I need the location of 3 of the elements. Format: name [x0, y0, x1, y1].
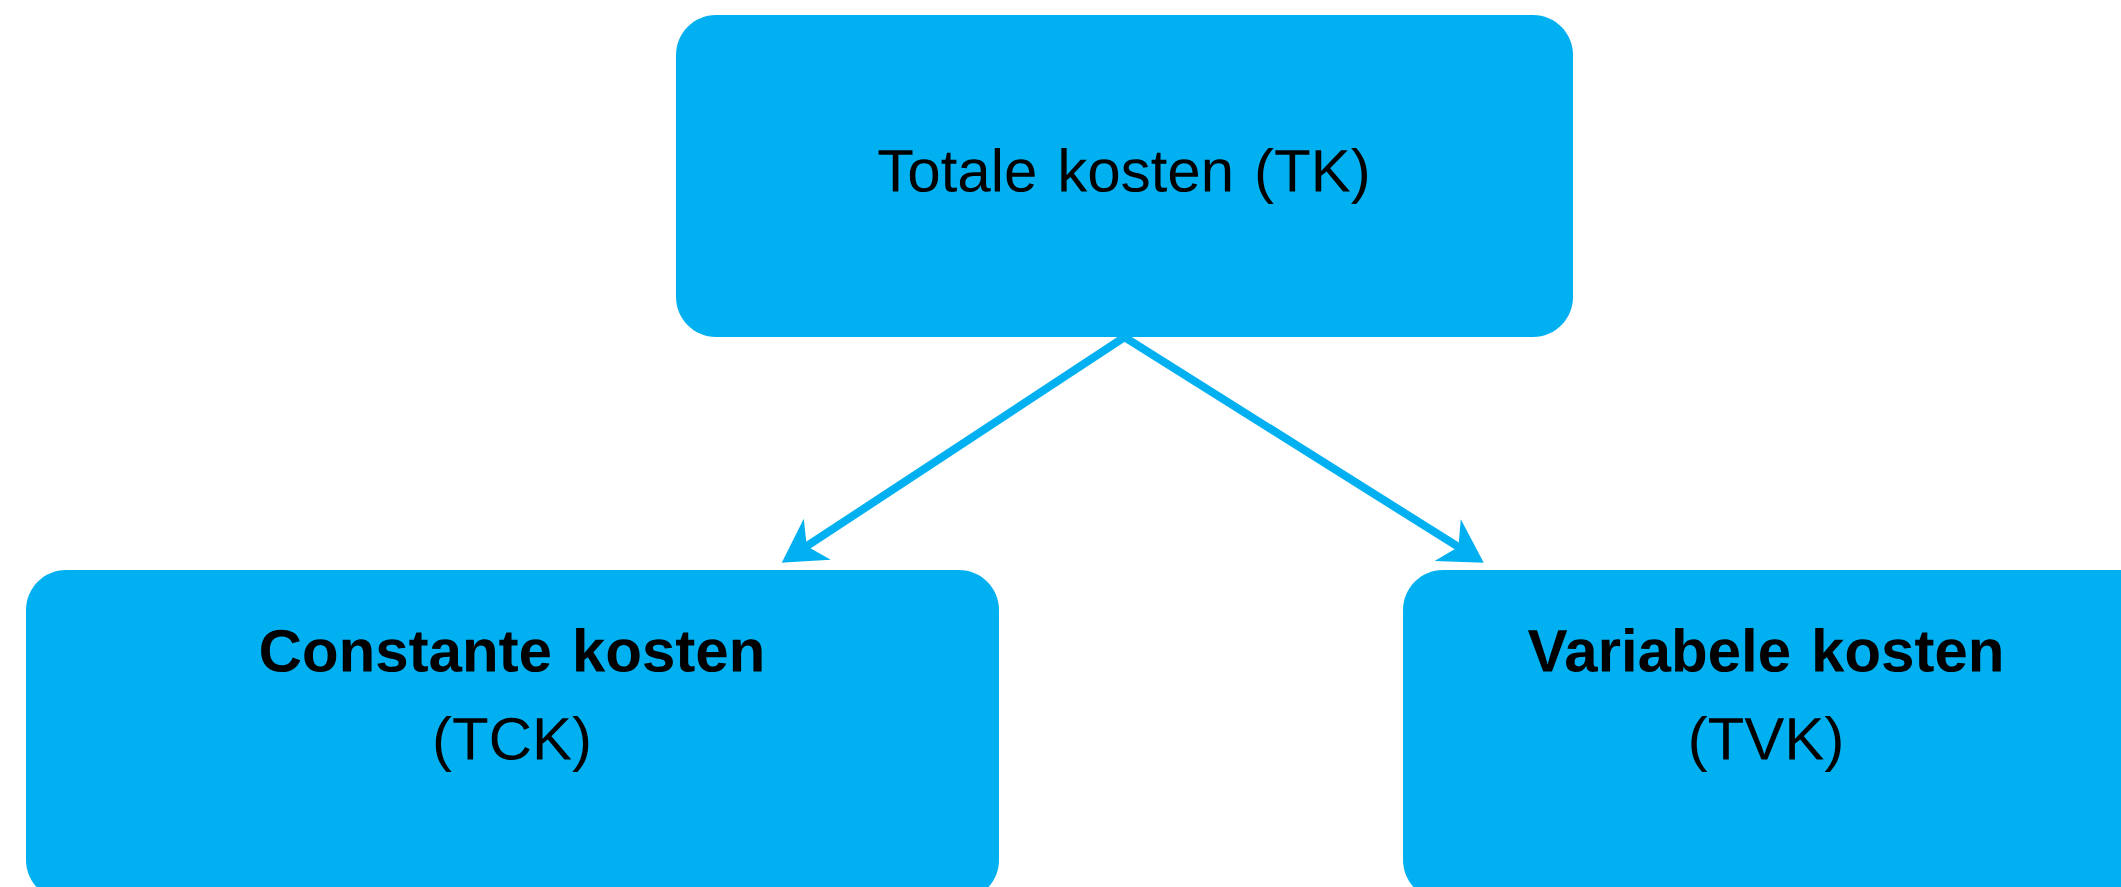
process-box: Variabele kosten (TVK) — [1403, 570, 2121, 887]
process-box: Totale kosten (TK) — [676, 15, 1573, 337]
process-box: Constante kosten (TCK) — [26, 570, 999, 887]
